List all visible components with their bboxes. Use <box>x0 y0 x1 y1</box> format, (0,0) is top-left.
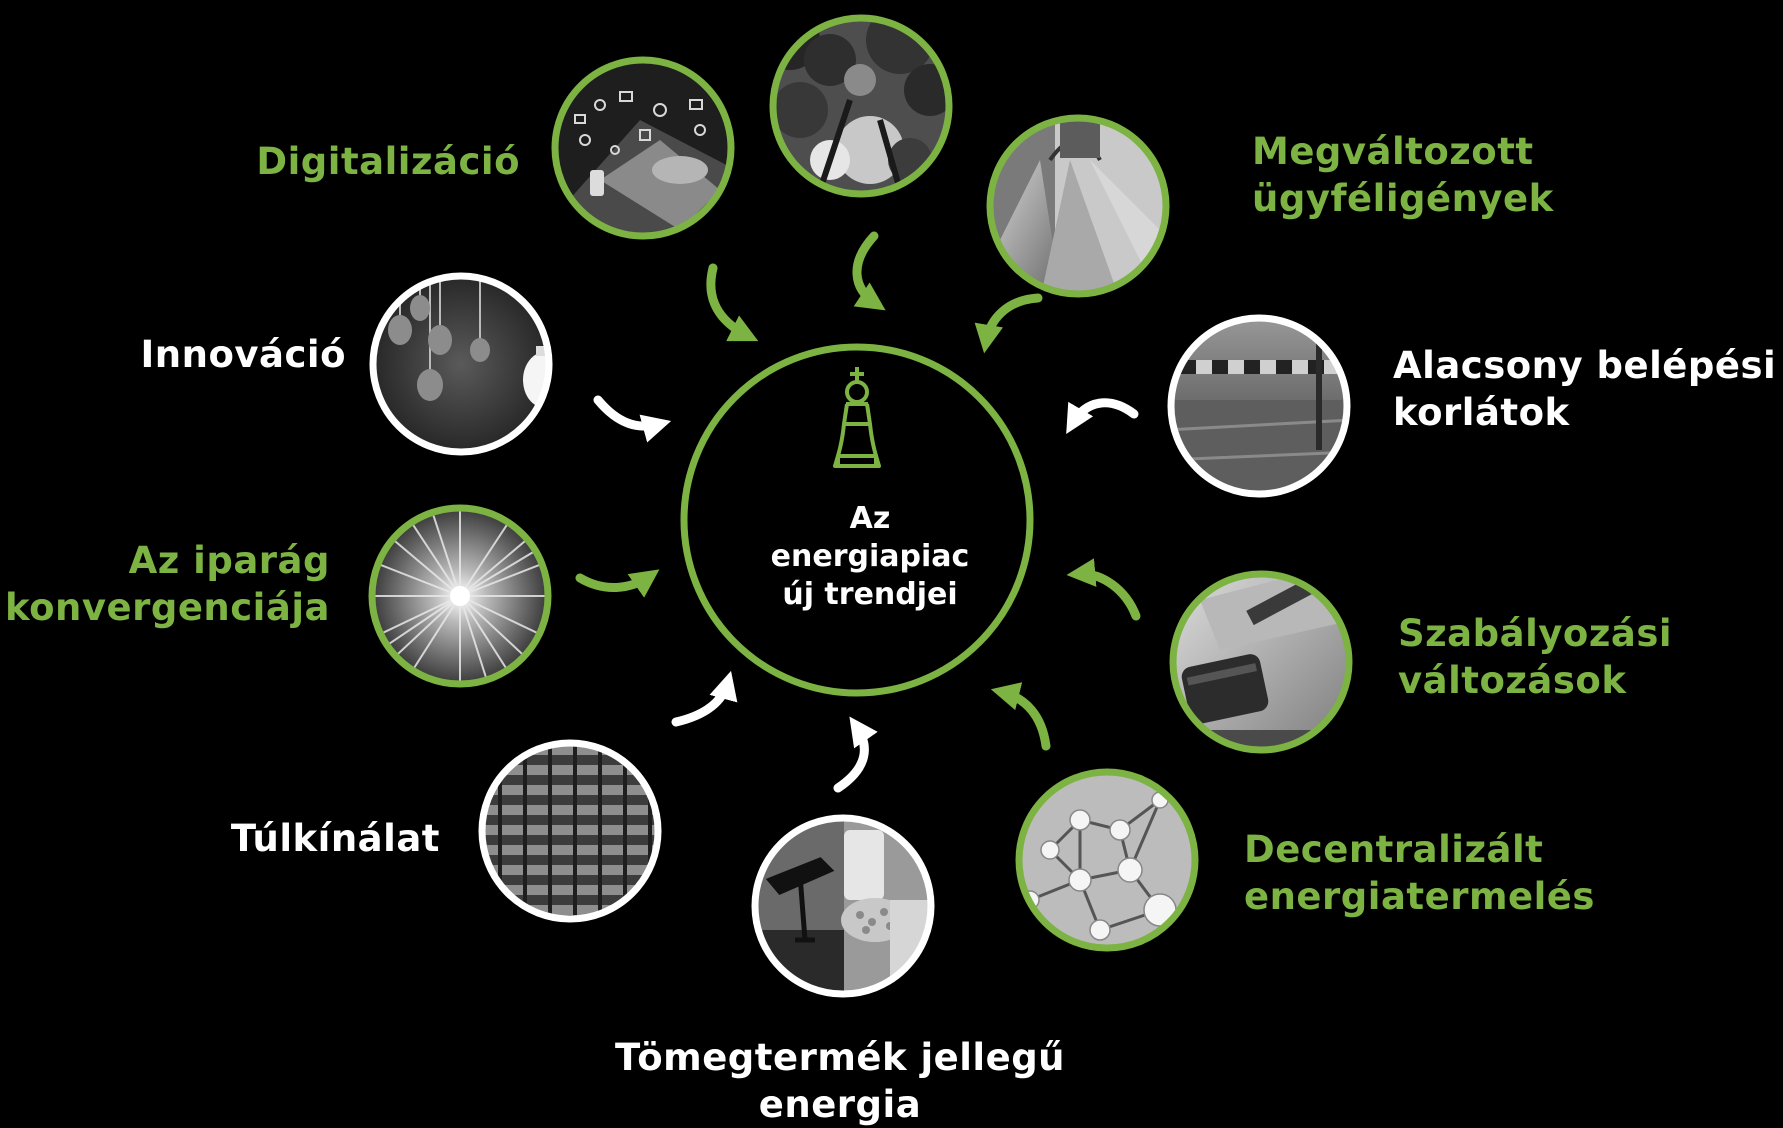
arrow-customer-needs <box>986 298 1038 342</box>
oil-pump-grain-image <box>750 813 940 1000</box>
label-decentralized: Decentralizált energiatermelés <box>1244 826 1664 920</box>
arrow-innovation <box>598 400 660 426</box>
arrow-nature <box>857 236 876 304</box>
arrow-convergence <box>580 576 650 588</box>
digitalization-image <box>550 55 736 241</box>
network-spheres-image <box>1014 767 1200 953</box>
arrow-regulation <box>1078 574 1136 616</box>
arrow-commodity <box>838 726 864 788</box>
label-regulation: Szabályozási változások <box>1398 610 1758 704</box>
arrow-decentralized <box>1002 692 1046 746</box>
light-burst-image <box>367 503 553 690</box>
shopping-bags-image <box>985 113 1171 300</box>
gavel-image <box>1168 555 1360 760</box>
forest-image <box>758 6 956 199</box>
label-convergence: Az iparág konvergenciája <box>4 537 330 631</box>
arrow-oversupply <box>676 682 728 722</box>
light-bulbs-image <box>368 271 567 457</box>
label-customer-needs: Megváltozott ügyféligények <box>1252 128 1672 222</box>
label-commodity: Tömegtermék jellegű energia <box>560 1034 1120 1128</box>
container-stacks-image <box>477 738 663 930</box>
center-title-line-3: új trendjei <box>710 576 1030 614</box>
center-title-line-1: Az <box>710 500 1030 538</box>
road-barrier-image <box>1166 313 1352 500</box>
label-entry-barriers: Alacsony belépési korlátok <box>1393 342 1778 436</box>
arrow-digitalization <box>711 268 748 336</box>
label-oversupply: Túlkínálat <box>140 815 440 862</box>
arrow-entry-barriers <box>1072 403 1134 424</box>
label-digitalization: Digitalizáció <box>180 138 520 185</box>
label-innovation: Innováció <box>60 331 346 378</box>
center-title: Az energiapiac új trendjei <box>710 500 1030 614</box>
center-title-line-2: energiapiac <box>710 538 1030 576</box>
